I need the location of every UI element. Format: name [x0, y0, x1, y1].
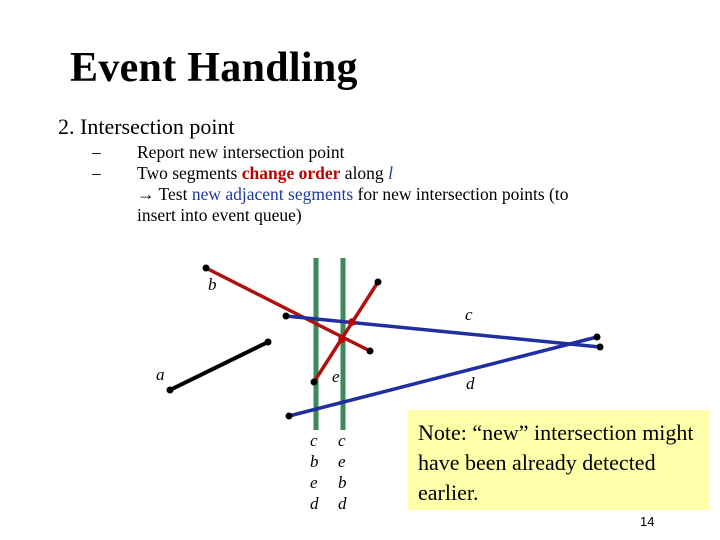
bullet-dash: –	[92, 142, 101, 162]
endpoint	[264, 338, 272, 346]
bullet-2-arrow-text: → Test	[137, 184, 192, 204]
segment-e	[312, 281, 380, 383]
endpoint	[166, 386, 174, 394]
bullet-2-text-b: along	[340, 163, 389, 183]
bullet-2-text-a: Two segments	[137, 163, 242, 183]
order-left-3: e	[310, 473, 318, 492]
endpoint	[202, 264, 210, 272]
bullet-item-1: – Report new intersection point	[92, 142, 672, 163]
endpoint	[593, 333, 601, 341]
label-c: c	[465, 305, 473, 324]
order-left-1: c	[310, 431, 318, 450]
segment-c	[285, 314, 601, 349]
endpoint	[310, 378, 318, 386]
note-box: Note: “new” intersection might have been…	[408, 410, 710, 510]
bullet-2-line2-rest: for new intersection points (to	[353, 184, 569, 204]
endpoint	[596, 343, 604, 351]
bullet-1-text: Report new intersection point	[137, 142, 345, 162]
bullet-list: – Report new intersection point – Two se…	[92, 142, 672, 226]
segment-a	[169, 340, 269, 392]
endpoint	[374, 278, 382, 286]
order-left-4: d	[310, 494, 319, 513]
label-e: e	[332, 367, 340, 386]
sweep-line-symbol: l	[388, 163, 393, 183]
label-a: a	[156, 365, 165, 384]
section-heading: 2. Intersection point	[58, 114, 235, 139]
intersection-point	[348, 318, 356, 326]
order-right-3: b	[338, 473, 347, 492]
page-number: 14	[640, 514, 655, 529]
bullet-2-line3: insert into event queue)	[137, 205, 302, 225]
endpoint	[285, 412, 293, 420]
endpoint	[282, 312, 290, 320]
order-right-2: e	[338, 452, 346, 471]
order-right-4: d	[338, 494, 347, 513]
order-right-1: c	[338, 431, 346, 450]
endpoint	[366, 347, 374, 355]
slide-title: Event Handling	[70, 45, 358, 91]
bullet-dash: –	[92, 163, 101, 183]
order-left-2: b	[310, 452, 319, 471]
change-order-text: change order	[241, 163, 341, 183]
bullet-item-2: – Two segments change order along l → Te…	[92, 163, 672, 226]
intersection-point	[338, 335, 346, 343]
new-adjacent-segments-text: new adjacent segments	[191, 184, 354, 204]
label-b: b	[208, 275, 217, 294]
segment-d	[288, 335, 598, 418]
label-d: d	[466, 374, 475, 393]
